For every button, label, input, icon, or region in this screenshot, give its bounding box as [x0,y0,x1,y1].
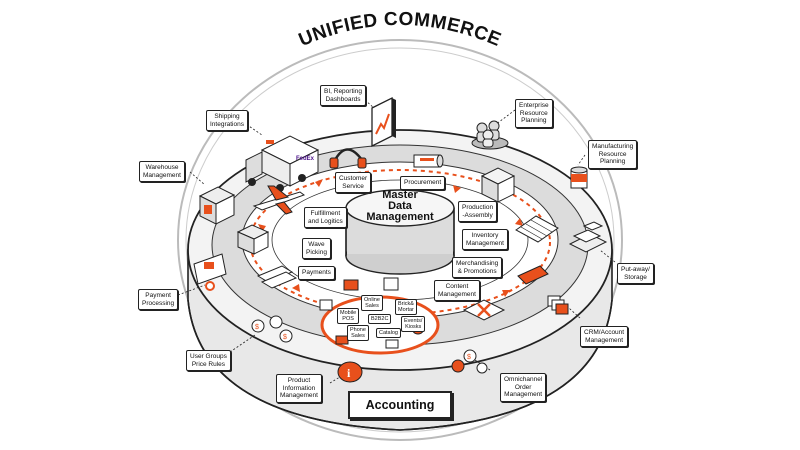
fulfillment-logistics-label: Fulfillment and Logitics [304,207,347,228]
cash-icon [256,265,298,289]
putaway-storage-label: Put-away/ Storage [617,263,654,284]
inventory-rack-icon [515,215,559,243]
merchandising-promotions-label: Merchandising & Promotions [452,257,503,278]
payments-label: Payments [298,266,335,280]
warehouse-icon [198,186,236,225]
channel-events-kiosks: Events/ Kiosks [401,316,426,333]
tag-icon [517,265,549,285]
user-groups-price-rules-label: User Groups Price Rules [186,350,231,371]
production-assembly-label: Production -Assembly [458,201,498,222]
headset-icon [329,148,367,169]
channel-mobile-pos: Mobile POS [337,308,360,325]
erp-label: Enterprise Resource Planning [515,99,553,128]
wave-picking-label: Wave Picking [302,238,331,259]
info-icon: i [337,361,363,383]
credit-card-icon [193,253,227,291]
storage-icon [568,221,608,253]
oms-coins-icon: $ [451,349,488,374]
channel-b2b2c: B2B2C [368,314,392,325]
box-icon [480,167,516,203]
channel-brick-mortar: Brick& Mortar [395,299,417,316]
coins-icon: $ $ [251,315,293,343]
svg-text:$: $ [467,354,471,361]
shipping-integrations-label: Shipping Integrations [206,110,248,131]
outer-ring [177,39,623,441]
channel-online-sales: Online Sales [361,295,383,312]
truck-icon: FedEx [245,135,320,192]
content-management-label: Content Management [434,280,480,301]
channel-catalog: Catalog [376,328,401,339]
svg-text:i: i [347,366,351,380]
wave-picking-icon [236,224,270,255]
svg-text:$: $ [283,334,287,341]
title-text: UNIFIED COMMERCE [296,9,504,51]
customer-service-label: Customer Service [335,172,372,193]
accounting-box[interactable]: Accounting [348,391,452,419]
procurement-label: Procurement [400,176,446,190]
crm-icon [547,295,569,315]
airplane-icon [252,185,306,215]
chart-icon [371,96,396,148]
content-icon [462,299,506,321]
channel-phone-sales: Phone Sales [347,325,369,342]
people-icon [471,120,509,150]
crm-account-management-label: CRM/Account Management [580,326,629,347]
mrp-label: Manufacturing Resource Planning [588,140,638,169]
product-information-management-label: Product Information Management [276,374,322,403]
bi-reporting-label: BI, Reporting Dashboards [320,85,366,106]
inventory-management-label: Inventory Management [462,229,508,250]
jar-icon [570,166,588,189]
omnichannel-order-management-label: Omnichannel Order Management [500,373,547,402]
fedex-logo: FedEx [296,156,315,162]
svg-text:$: $ [255,324,259,331]
procurement-icon [413,154,444,168]
master-data-management-label: Master Data Management [366,189,434,223]
payment-processing-label: Payment Processing [138,289,179,310]
warehouse-management-label: Warehouse Management [139,161,185,182]
